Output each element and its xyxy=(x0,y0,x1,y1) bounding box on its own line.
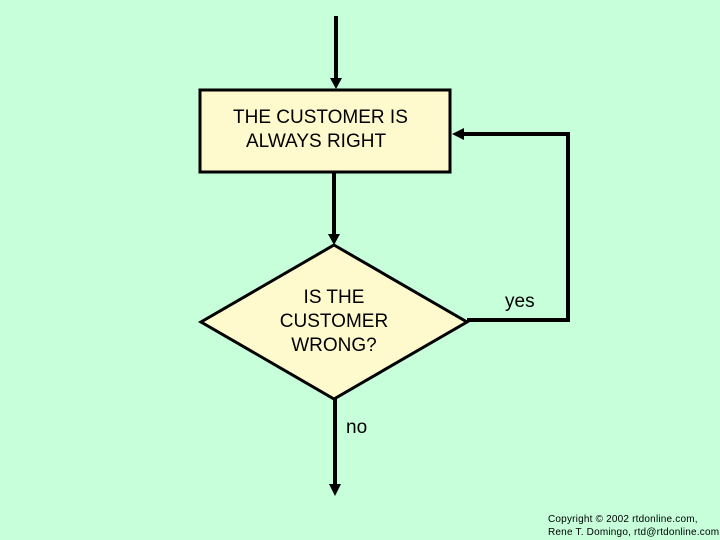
yes-loop-arrowhead xyxy=(452,128,464,140)
decision-line-3: WRONG? xyxy=(291,335,377,356)
decision-line-1: IS THE xyxy=(303,287,365,308)
no-exit-arrowhead xyxy=(329,484,341,496)
connector-arrowhead xyxy=(328,234,340,245)
yes-loop-line xyxy=(462,132,570,322)
yes-branch-label: yes xyxy=(505,291,535,312)
process-box-line-1: THE CUSTOMER IS xyxy=(233,107,408,128)
process-box-line-2: ALWAYS RIGHT xyxy=(246,131,387,152)
copyright-line-2: Rene T. Domingo, rtd@rtdonline.com xyxy=(548,527,720,538)
yes-loop-arrow xyxy=(452,128,570,322)
decision-line-2: CUSTOMER xyxy=(279,311,389,332)
no-exit-arrow xyxy=(329,399,341,496)
copyright-line-1: Copyright © 2002 rtdonline.com, xyxy=(548,514,698,525)
entry-arrowhead xyxy=(330,78,342,89)
entry-arrow xyxy=(330,16,342,89)
connector-box-to-decision xyxy=(328,172,340,245)
no-branch-label: no xyxy=(346,417,368,438)
copyright-notice: Copyright © 2002 rtdonline.com, Rene T. … xyxy=(548,513,719,539)
decision-label: IS THE CUSTOMER WRONG? xyxy=(268,286,400,358)
process-box xyxy=(198,88,452,174)
process-box-label: THE CUSTOMER IS ALWAYS RIGHT xyxy=(233,106,408,154)
